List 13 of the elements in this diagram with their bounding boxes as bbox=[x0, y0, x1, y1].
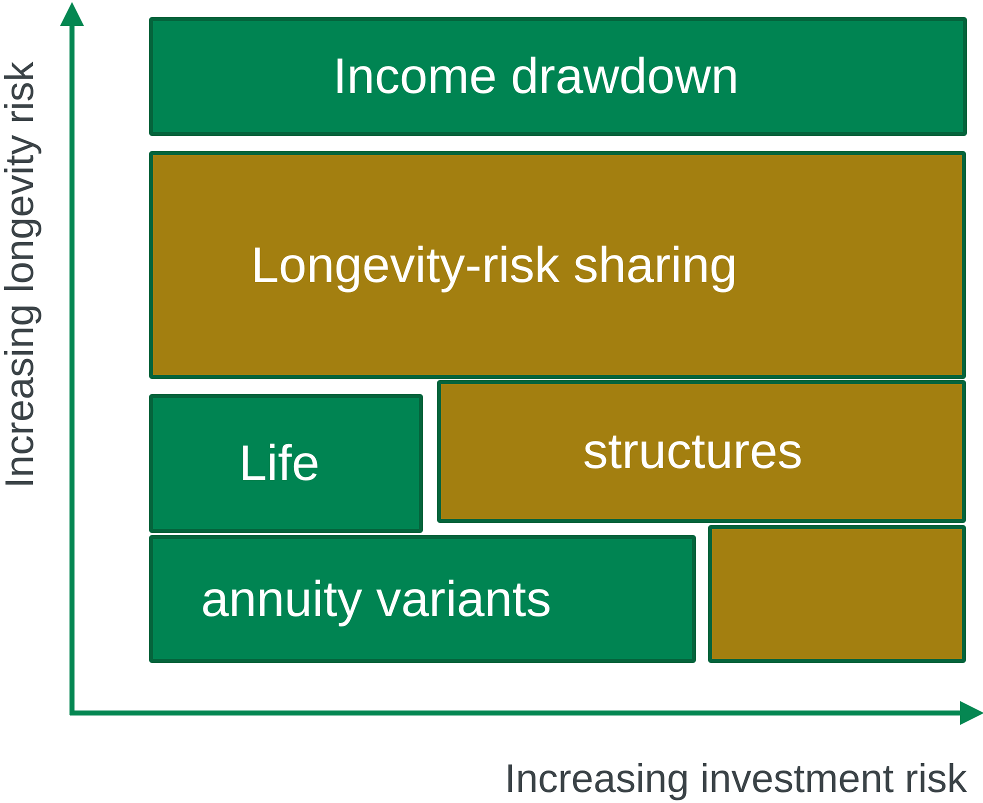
category-label: Longevity-risk sharing bbox=[251, 238, 738, 292]
category-box bbox=[149, 394, 423, 533]
axis-title: Increasing longevity risk bbox=[0, 62, 40, 488]
category-box bbox=[149, 151, 966, 379]
category-label: Income drawdown bbox=[333, 49, 739, 104]
category-box bbox=[437, 380, 966, 523]
category-label: annuity variants bbox=[201, 572, 552, 626]
category-label: structures bbox=[583, 424, 803, 479]
category-label: Life bbox=[239, 436, 320, 491]
axis-title: Increasing investment risk bbox=[504, 759, 967, 799]
empty-box bbox=[708, 525, 966, 663]
category-box bbox=[149, 17, 967, 136]
category-box bbox=[149, 535, 696, 663]
